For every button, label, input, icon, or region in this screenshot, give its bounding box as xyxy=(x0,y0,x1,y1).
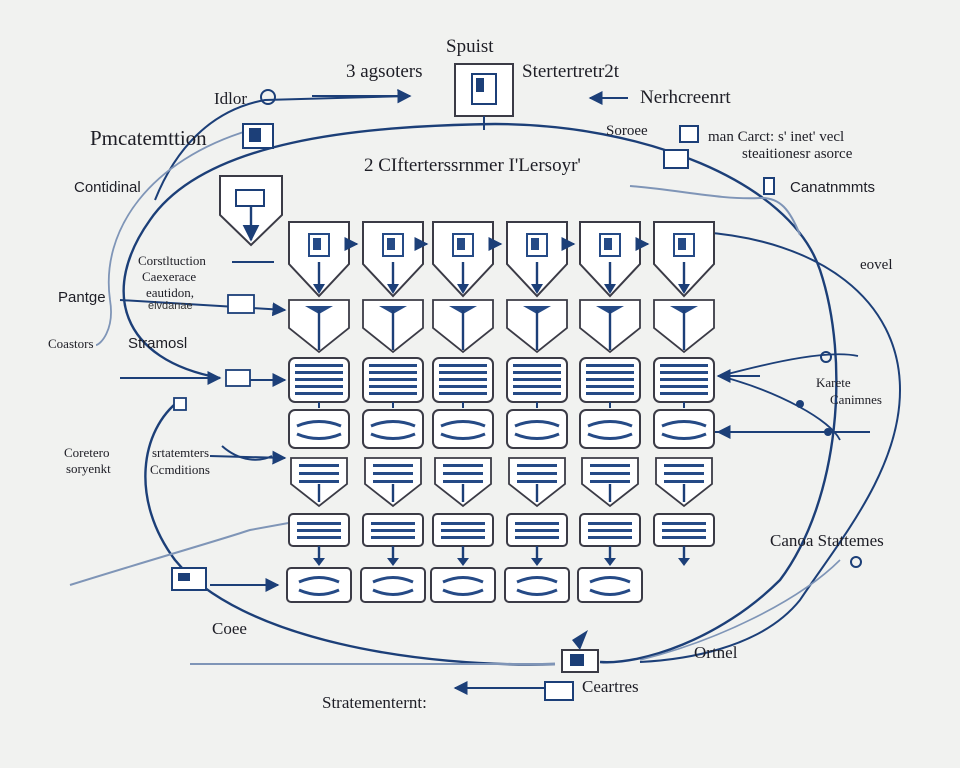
grid-node-r5-c3 xyxy=(434,457,492,508)
ceartres-icon xyxy=(544,681,574,701)
right-note-line1: man Carct: s' inet' vecl xyxy=(708,129,845,145)
right-small-icons xyxy=(796,351,862,568)
right-level-label: eovel xyxy=(860,257,893,273)
grid-node-r7-c5 xyxy=(577,567,643,603)
left-caption-line4: elvdanae xyxy=(148,300,193,312)
grid-node-r1-c4 xyxy=(506,221,576,298)
left-coretero-label: Coretero xyxy=(64,445,110,460)
right-wide-loop xyxy=(639,231,902,663)
grid-node-r1-c2 xyxy=(362,221,429,298)
grid-node-r5-c1 xyxy=(290,457,348,508)
bottom-ortnel-label: Ortnel xyxy=(694,643,738,662)
grid-node-r6-c4 xyxy=(506,513,568,566)
left-conditional-label: Contidinal xyxy=(74,179,141,196)
grid-node-r1-c1 xyxy=(288,221,359,298)
right-note-line2: steaitionesr asorce xyxy=(742,146,853,162)
grid-node-r4-c4 xyxy=(506,409,568,449)
bottom-statement-label: Stratementernt: xyxy=(322,693,427,712)
grid-node-r5-c5 xyxy=(581,457,639,508)
grid-node-r5-c6 xyxy=(655,457,713,508)
bottom-ceartres-label: Ceartres xyxy=(582,677,639,696)
grid-node-r3-c1 xyxy=(288,357,350,408)
left-soryenkt-label: soryenkt xyxy=(66,461,111,476)
icon-tag-label: Idlor xyxy=(214,89,248,108)
right-grey-line xyxy=(629,185,801,236)
canatnmmts-icon xyxy=(763,177,775,195)
grid-node-r5-c4 xyxy=(508,457,566,508)
grid-node-r3-c6 xyxy=(653,357,715,408)
center-heading: 2 CIfterterssrnmer I'Lersoyr' xyxy=(364,155,581,176)
grid-node-r1-c6 xyxy=(653,221,715,298)
left-pantge-label: Pantge xyxy=(58,289,106,306)
grid-node-r2-c5 xyxy=(579,299,641,354)
grid-node-r4-c1 xyxy=(288,409,350,449)
bottom-left-box-icon xyxy=(171,567,207,591)
left-srtatemters-label: srtatemters xyxy=(152,445,210,460)
left-caption-line3: eautidon, xyxy=(146,285,195,300)
grid-node-r6-c6 xyxy=(653,513,715,566)
arrow-srtate xyxy=(209,450,287,465)
right-top-heading: Nerhcreenrt xyxy=(640,87,731,108)
grid-node-r3-c5 xyxy=(579,357,641,408)
grid-node-r2-c2 xyxy=(362,299,424,354)
top-left-heading: 3 agsoters xyxy=(346,61,423,82)
left-caption-line1: Corstltuction xyxy=(138,253,206,268)
grid-node-r7-c1 xyxy=(286,567,352,603)
source-label: Soroee xyxy=(606,123,648,139)
grid-node-r1-c3 xyxy=(432,221,503,298)
grid-node-r2-c3 xyxy=(432,299,494,354)
grid-node-r6-c1 xyxy=(288,513,350,566)
top-title: Spuist xyxy=(446,36,494,57)
grid-node-r7-c4 xyxy=(504,567,570,603)
left-ccmditions-label: Ccmditions xyxy=(150,462,210,477)
bottom-center-icon xyxy=(561,630,599,673)
grid-node-r7-c2 xyxy=(360,567,426,603)
left-bottom-line xyxy=(69,519,306,586)
top-right-heading: Stertertretr2t xyxy=(522,61,620,82)
left-outer-curve xyxy=(95,129,251,346)
tag-icon xyxy=(260,89,276,105)
bottom-coee-label: Coee xyxy=(212,619,247,638)
left-small-icons xyxy=(173,294,273,461)
right-canoa-label: Canoa Stattemes xyxy=(770,531,884,550)
procurement-label: Pmcatemttion xyxy=(90,126,207,150)
process-grid xyxy=(286,221,715,603)
arrow-pantge xyxy=(119,299,287,317)
grid-node-r6-c2 xyxy=(362,513,424,566)
grid-node-r2-c1 xyxy=(288,299,350,354)
source-icon xyxy=(663,125,699,169)
grid-node-r3-c4 xyxy=(506,357,568,408)
top-document-icon xyxy=(454,63,514,130)
grid-node-r4-c2 xyxy=(362,409,424,449)
right-canimnes-label: Canimnes xyxy=(830,392,882,407)
grid-node-r2-c4 xyxy=(506,299,568,354)
right-canoa-line xyxy=(639,559,841,661)
grid-node-r3-c2 xyxy=(362,357,424,408)
left-stramosl-label: Stramosl xyxy=(128,335,188,352)
grid-node-r2-c6 xyxy=(653,299,715,354)
grid-node-r4-c6 xyxy=(653,409,715,449)
procurement-icon xyxy=(242,123,274,149)
grid-node-r4-c5 xyxy=(579,409,641,449)
grid-node-r1-c5 xyxy=(579,221,650,298)
left-coastors-label: Coastors xyxy=(48,336,94,351)
grid-node-r7-c3 xyxy=(430,567,496,603)
left-caption-line2: Caexerace xyxy=(142,269,197,284)
right-canatnmmts-label: Canatnmmts xyxy=(790,179,876,196)
grid-node-r6-c3 xyxy=(432,513,494,566)
grid-node-r5-c2 xyxy=(364,457,422,508)
left-top-curve xyxy=(154,89,412,201)
conditional-shield xyxy=(219,175,283,263)
outer-flow-loop xyxy=(122,122,496,380)
grid-node-r3-c3 xyxy=(432,357,494,408)
grid-node-r6-c5 xyxy=(579,513,641,566)
right-karete-label: Karete xyxy=(816,375,851,390)
grid-node-r4-c3 xyxy=(432,409,494,449)
